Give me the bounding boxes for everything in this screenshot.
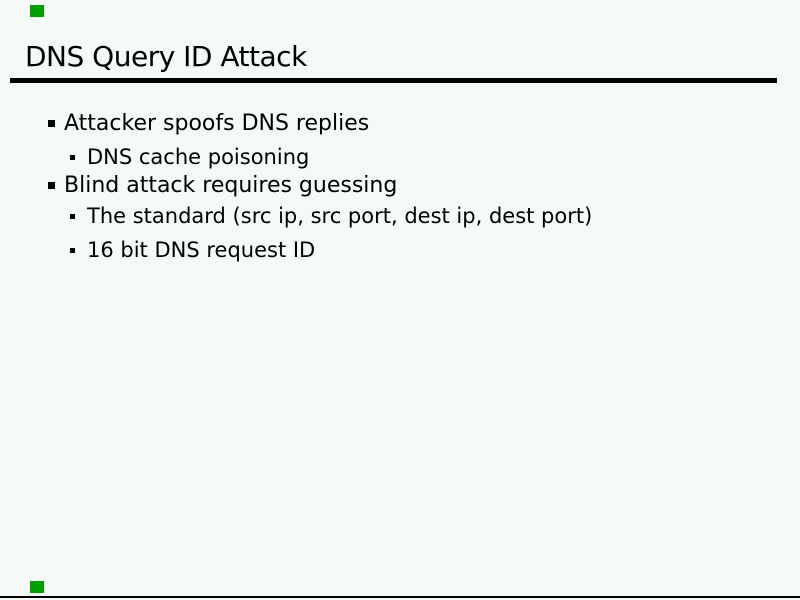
nav-marker-top[interactable]: [30, 5, 44, 17]
bullet-item: Attacker spoofs DNS replies: [48, 108, 369, 138]
title-underline: [10, 78, 777, 83]
bullet-square-icon: [48, 119, 55, 127]
bullet-item: Blind attack requires guessing: [48, 170, 397, 200]
bullet-square-icon: [70, 154, 75, 160]
bullet-text: Blind attack requires guessing: [64, 172, 398, 198]
bullet-square-icon: [70, 247, 75, 253]
nav-marker-bottom[interactable]: [30, 581, 44, 593]
bullet-square-icon: [70, 213, 75, 219]
bullet-item: The standard (src ip, src port, dest ip,…: [70, 201, 592, 231]
bullet-item: DNS cache poisoning: [70, 142, 309, 172]
bullet-item: 16 bit DNS request ID: [70, 235, 315, 265]
bullet-text: DNS cache poisoning: [87, 145, 310, 169]
bullet-text: Attacker spoofs DNS replies: [64, 110, 370, 136]
bullet-text: 16 bit DNS request ID: [87, 238, 316, 262]
slide-title: DNS Query ID Attack: [25, 40, 307, 73]
bottom-edge-divider: [0, 596, 800, 598]
bullet-text: The standard (src ip, src port, dest ip,…: [87, 204, 593, 228]
bullet-square-icon: [48, 181, 55, 189]
